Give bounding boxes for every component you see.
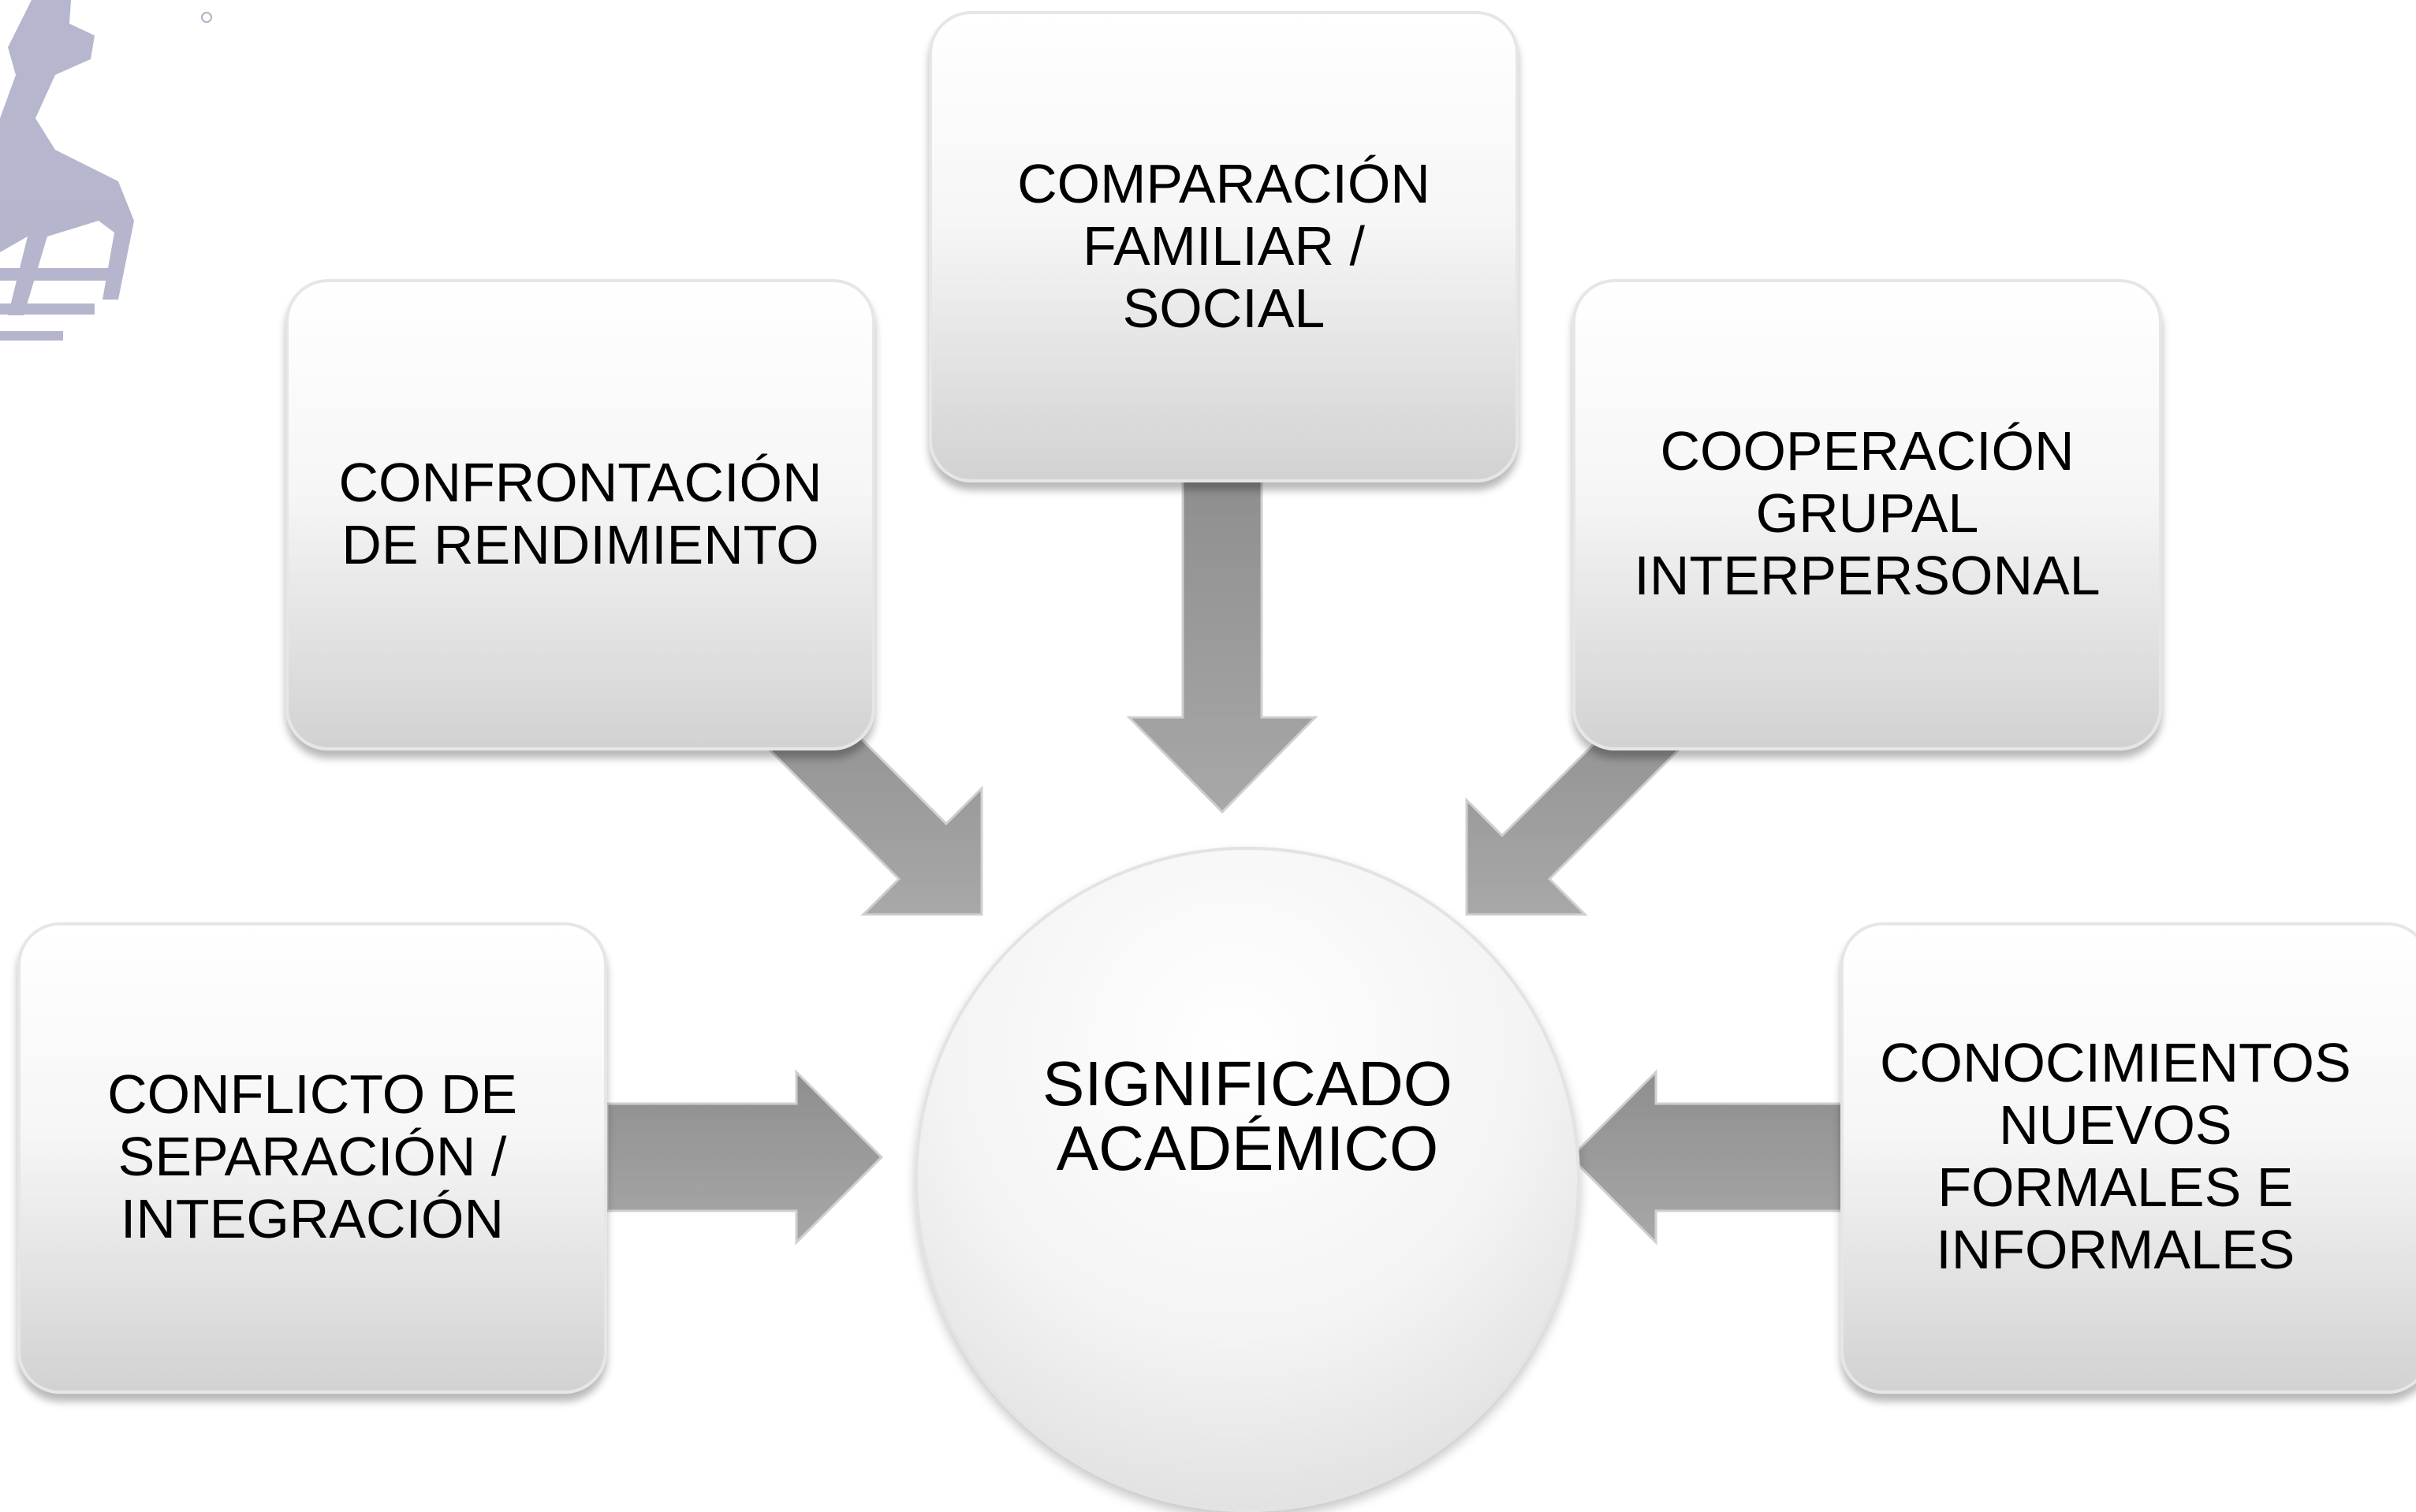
center-circle-label: SIGNIFICADO ACADÉMICO — [1042, 1048, 1453, 1183]
center-circle: SIGNIFICADO ACADÉMICO — [915, 847, 1580, 1512]
box-conocimientos: CONOCIMIENTOS NUEVOS FORMALES E INFORMAL… — [1840, 922, 2416, 1394]
box-cooperacion-label: COOPERACIÓN GRUPAL INTERPERSONAL — [1634, 420, 2101, 606]
box-confrontacion-label: CONFRONTACIÓN DE RENDIMIENTO — [338, 452, 822, 575]
box-conflicto: CONFLICTO DE SEPARACIÓN / INTEGRACIÓN — [17, 922, 607, 1394]
box-comparacion-label: COMPARACIÓN FAMILIAR / SOCIAL — [1017, 153, 1430, 339]
arrow-left — [606, 1069, 884, 1246]
box-confrontacion: CONFRONTACIÓN DE RENDIMIENTO — [285, 279, 875, 750]
box-conocimientos-label: CONOCIMIENTOS NUEVOS FORMALES E INFORMAL… — [1880, 1032, 2351, 1280]
box-comparacion: COMPARACIÓN FAMILIAR / SOCIAL — [929, 11, 1519, 482]
arrow-right — [1568, 1069, 1847, 1246]
chair-decoration-icon — [0, 0, 212, 341]
box-conflicto-label: CONFLICTO DE SEPARACIÓN / INTEGRACIÓN — [107, 1063, 517, 1249]
box-cooperacion: COOPERACIÓN GRUPAL INTERPERSONAL — [1572, 279, 2162, 750]
arrow-top — [1126, 471, 1318, 814]
